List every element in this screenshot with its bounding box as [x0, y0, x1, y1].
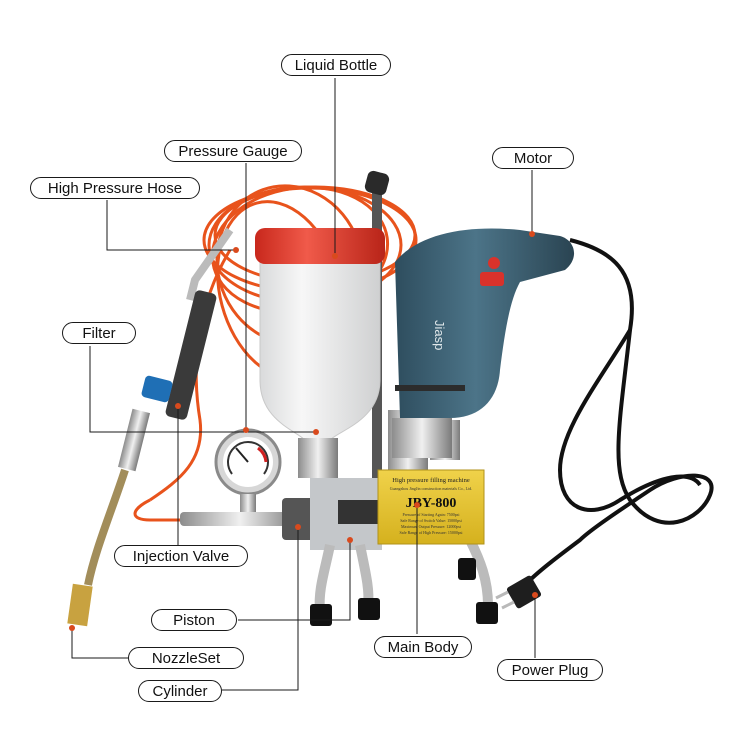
label-filter: Filter [62, 322, 136, 344]
motor-switch [488, 257, 500, 269]
label-nozzle-set: NozzleSet [128, 647, 244, 669]
plate-spec-2: Safe Range of Switch Value: 15000psi [400, 518, 462, 523]
label-piston: Piston [151, 609, 237, 631]
motor-icon [392, 228, 575, 458]
nameplate: High pressure filling machine Guangzhou … [377, 469, 485, 545]
label-injection-valve: Injection Valve [114, 545, 248, 567]
leader-dots [69, 231, 538, 631]
leader-lines [71, 78, 536, 691]
power-cord-loop [557, 328, 702, 512]
power-cord [526, 238, 714, 584]
piston-block [338, 500, 378, 524]
label-liquid-bottle: Liquid Bottle [281, 54, 391, 76]
plate-company: Guangzhou JingJin construction materials… [390, 486, 472, 492]
pressure-gauge-icon [214, 428, 282, 516]
label-cylinder: Cylinder [138, 680, 222, 702]
label-main-body: Main Body [374, 636, 472, 658]
plate-spec-4: Safe Range of High Pressure: 15000psi [400, 530, 464, 535]
bottle-cap [255, 228, 385, 264]
label-power-plug: Power Plug [497, 659, 603, 681]
plate-model: JBY-800 [406, 496, 457, 511]
valve-handle [141, 375, 173, 403]
plate-spec-1: Pressure of Starting Again: 7500psi [403, 512, 461, 517]
injection-gun [67, 227, 234, 627]
liquid-bottle [255, 228, 385, 478]
back-rod-cap [364, 170, 390, 196]
drill-brand: Jiasp [432, 320, 447, 350]
nozzle-set [67, 583, 93, 627]
pump-assembly [180, 410, 498, 626]
plate-heading: High pressure filling machine [392, 477, 470, 484]
plate-spec-3: Maximum Output Pressure: 12000psi [401, 524, 462, 529]
label-high-pressure-hose: High Pressure Hose [30, 177, 200, 199]
label-motor: Motor [492, 147, 574, 169]
label-pressure-gauge: Pressure Gauge [164, 140, 302, 162]
power-plug-icon [495, 575, 542, 610]
